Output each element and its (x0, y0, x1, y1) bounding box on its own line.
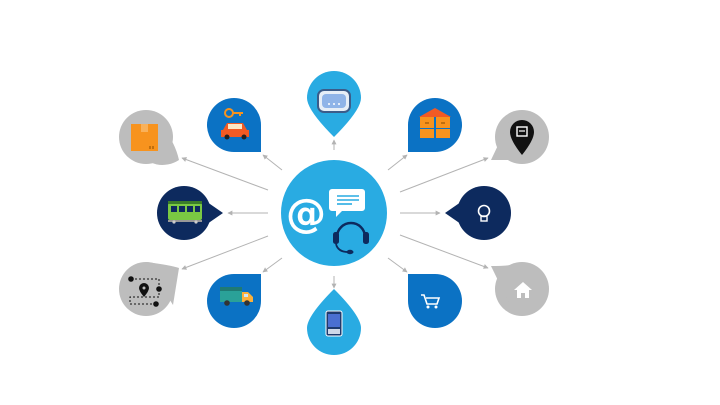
train-icon (168, 201, 202, 224)
node-shopping-cart[interactable] (408, 274, 462, 328)
node-home[interactable] (491, 262, 549, 316)
location-pin-icon (510, 120, 534, 155)
node-lightbulb[interactable] (445, 186, 511, 240)
node-delivery-truck[interactable] (207, 274, 261, 328)
package-box-icon (131, 124, 158, 151)
car-key-icon (221, 108, 249, 140)
connector-location-pin (399, 157, 489, 193)
connector-shopping-cart (387, 257, 408, 273)
connector-delivery-truck (262, 257, 283, 273)
route-map-icon (128, 276, 162, 307)
node-router[interactable] (307, 71, 361, 137)
connectors (181, 139, 489, 289)
connector-route-map (181, 235, 269, 270)
lightbulb-icon (477, 204, 491, 222)
router-icon (317, 89, 351, 113)
connector-car-key (262, 154, 283, 171)
chat-bubble-icon (329, 189, 365, 217)
node-package[interactable] (119, 110, 179, 165)
connector-warehouse (387, 154, 408, 171)
mobile-device-icon (325, 310, 343, 337)
headset-icon (333, 221, 369, 255)
delivery-truck-icon (220, 287, 253, 306)
node-route-map[interactable] (119, 262, 179, 316)
warehouse-boxes-icon (419, 108, 451, 138)
home-icon (514, 282, 532, 298)
at-sign-icon: @ (286, 191, 326, 237)
connector-package (181, 157, 269, 191)
node-mobile-device[interactable] (307, 289, 361, 355)
node-location-pin[interactable] (491, 110, 549, 164)
svg-text:@: @ (286, 191, 326, 237)
node-warehouse[interactable] (408, 98, 462, 152)
node-train[interactable] (157, 186, 223, 240)
nodes (119, 71, 549, 355)
shopping-cart-icon (421, 294, 441, 309)
node-car-key[interactable] (207, 98, 261, 152)
hub-circle (281, 160, 387, 266)
hub: @ (281, 160, 387, 266)
connector-home (399, 234, 489, 269)
